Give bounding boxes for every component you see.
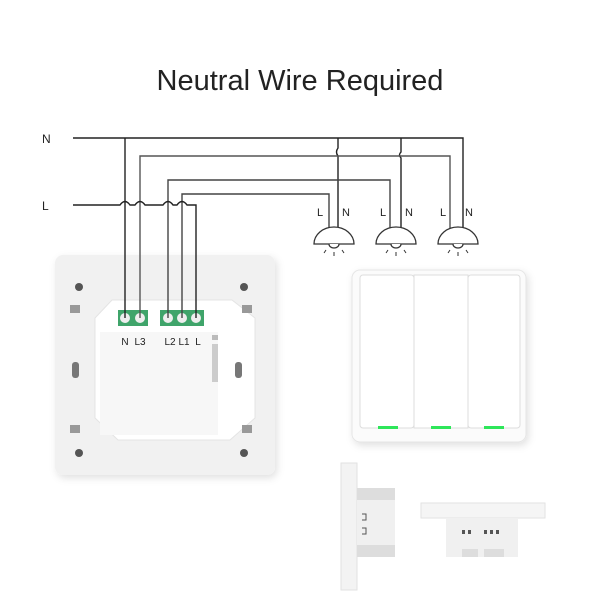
l1-wire	[181, 193, 330, 318]
switch-button-2	[413, 274, 469, 429]
switch-front-view	[351, 269, 527, 443]
switch-side-view	[340, 462, 395, 591]
led-indicator-2	[431, 426, 451, 429]
terminal-label-l2: L2	[164, 337, 176, 348]
live-line-label: L	[42, 199, 49, 213]
lamp-2-n-label: N	[405, 207, 413, 219]
live-wire	[73, 200, 197, 318]
switch-button-3	[467, 274, 521, 429]
wires	[73, 137, 464, 318]
terminal-label-l1: L1	[178, 337, 190, 348]
terminal-label-l: L	[195, 337, 201, 348]
neutral-line-label: N	[42, 132, 51, 146]
l2-wire	[167, 179, 391, 318]
switch-back-view	[55, 255, 275, 475]
led-indicator-3	[484, 426, 504, 429]
lamp-2-l-label: L	[380, 207, 386, 219]
lamp-2-icon	[375, 226, 417, 245]
lamp-3-l-label: L	[440, 207, 446, 219]
lamp1-neutral-wire	[335, 138, 339, 228]
switch-button-1	[359, 274, 415, 429]
lamp-3-n-label: N	[465, 207, 473, 219]
l3-wire	[139, 155, 451, 318]
page-title: Neutral Wire Required	[157, 65, 444, 97]
lamps	[313, 226, 479, 256]
lamp2-neutral-wire	[398, 138, 402, 228]
terminal-label-n: N	[121, 337, 128, 348]
lamp-3-icon	[437, 226, 479, 245]
lamp-1-n-label: N	[342, 207, 350, 219]
led-indicator-1	[378, 426, 398, 429]
switch-bottom-view	[420, 502, 546, 557]
lamp-1-icon	[313, 226, 355, 245]
terminal-label-l3: L3	[134, 337, 146, 348]
neutral-wire	[73, 137, 464, 228]
lamp-1-l-label: L	[317, 207, 323, 219]
